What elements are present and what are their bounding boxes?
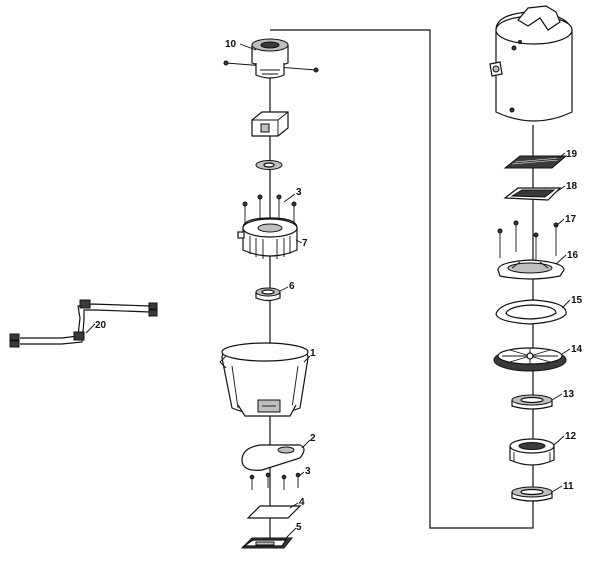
- part-1-tank: [219, 342, 309, 417]
- leader-lines: [85, 43, 571, 539]
- head-housing: [489, 5, 573, 122]
- part-3-screws-lower: [249, 472, 301, 490]
- part-2-base-plate: [241, 444, 305, 471]
- label-part-20: 20: [95, 320, 107, 331]
- part-6-ring: [255, 287, 281, 302]
- part-14-float-cage: [493, 347, 567, 372]
- part-20-wire-harness: [9, 299, 158, 348]
- label-part-17: 17: [565, 214, 577, 225]
- label-part-3-upper: 3: [296, 187, 302, 198]
- label-part-15: 15: [571, 295, 583, 306]
- label-part-5: 5: [296, 522, 302, 533]
- part-5-bottom-cover: [240, 537, 294, 549]
- label-part-6: 6: [289, 281, 295, 292]
- part-12-cylinder: [509, 438, 555, 466]
- part-9-bracket: [251, 111, 289, 137]
- label-part-3-lower: 3: [305, 466, 311, 477]
- label-part-7: 7: [302, 238, 308, 249]
- part-18-filter: [503, 187, 562, 201]
- part-labels: 10 3 7 6 1 2 3 4 5 20 19 18 17 16 15 14 …: [95, 39, 583, 533]
- label-part-19: 19: [566, 149, 578, 160]
- label-part-2: 2: [310, 433, 316, 444]
- part-11-ring: [511, 486, 553, 502]
- part-15-gasket-ring: [495, 299, 567, 325]
- part-16-lid-plate: [497, 259, 565, 280]
- part-10-motor: [223, 38, 319, 79]
- label-part-10: 10: [225, 39, 237, 50]
- label-part-16: 16: [567, 250, 579, 261]
- part-8-gasket: [255, 160, 283, 170]
- label-part-12: 12: [565, 431, 577, 442]
- part-19-screen: [503, 155, 568, 169]
- label-part-14: 14: [571, 344, 583, 355]
- label-part-13: 13: [563, 389, 575, 400]
- label-part-18: 18: [566, 181, 578, 192]
- part-13-ring: [511, 394, 553, 410]
- part-4-gasket: [246, 505, 302, 519]
- part-17-screws: [497, 220, 559, 262]
- label-part-4: 4: [299, 497, 305, 508]
- part-7-housing: [237, 194, 298, 259]
- label-part-11: 11: [563, 481, 574, 492]
- label-part-1: 1: [310, 348, 316, 359]
